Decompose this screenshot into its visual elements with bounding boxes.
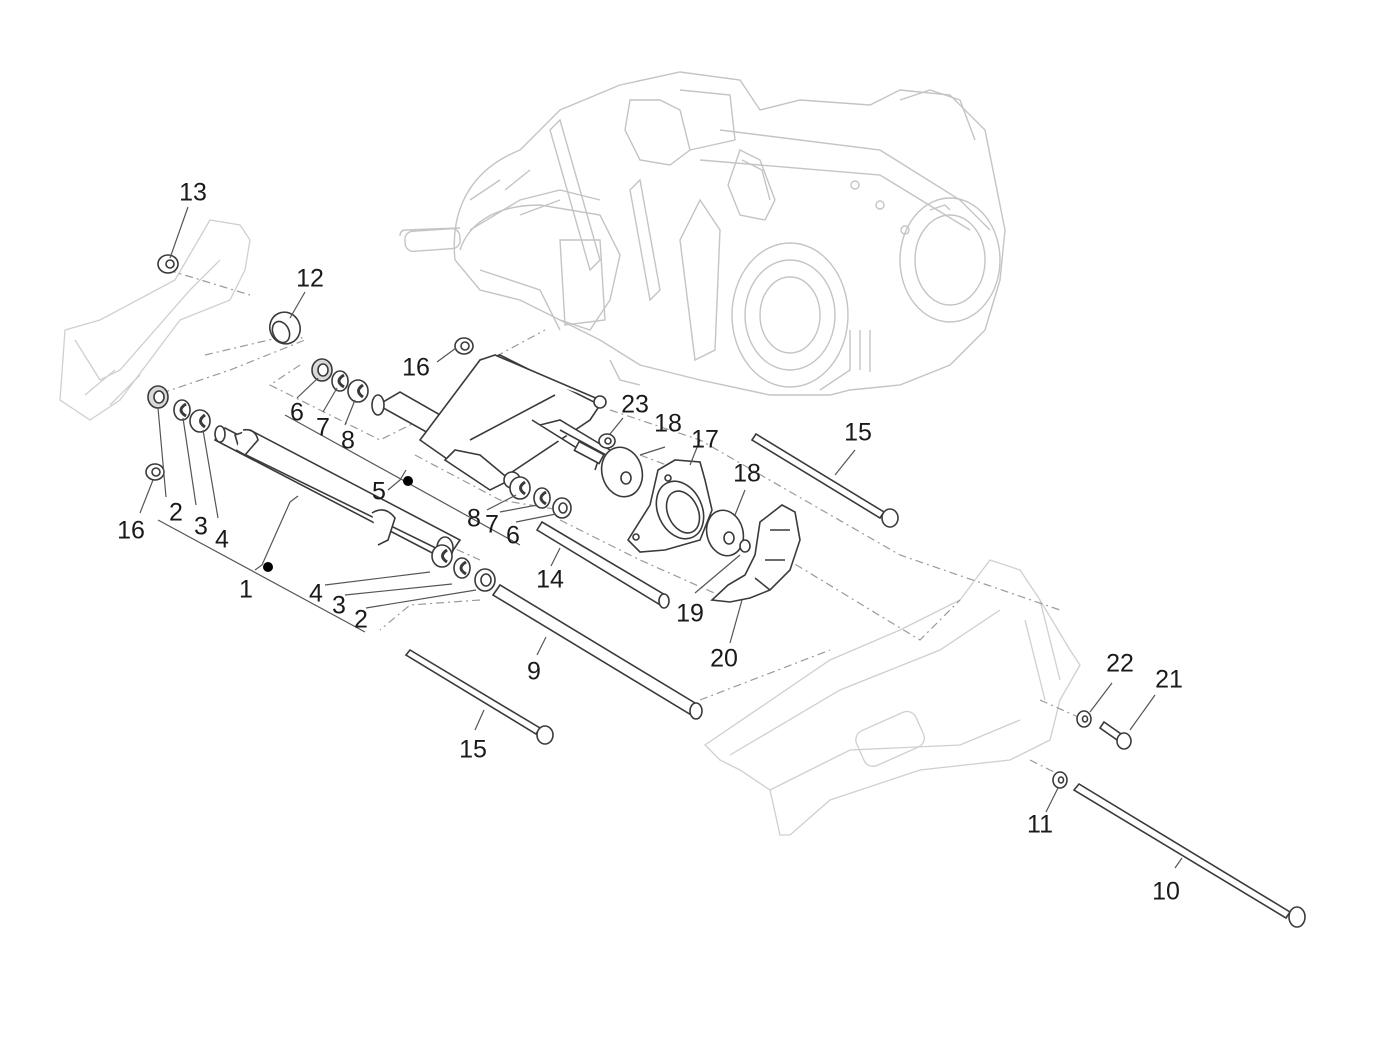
part-3-ring-left [173,399,191,421]
part-4-bushing-lower [431,544,453,568]
part-16-nut-upper [454,337,474,355]
callout-20[interactable]: 20 [710,644,738,673]
frame-right-background [703,559,1081,836]
callout-16-left[interactable]: 16 [117,516,145,545]
callout-18-upper[interactable]: 18 [654,409,682,438]
callout-7-upper[interactable]: 7 [316,413,330,442]
callout-22[interactable]: 22 [1106,649,1134,678]
callout-8-right[interactable]: 8 [467,504,481,533]
callout-15-lower[interactable]: 15 [459,735,487,764]
part-8-bushing-right [509,476,531,500]
callout-4-left[interactable]: 4 [215,525,229,554]
callout-3-lower[interactable]: 3 [332,591,346,620]
part-15-bolt-lower [404,648,554,745]
part-7-ring-upper [331,370,349,392]
callout-1[interactable]: 1 [239,575,253,604]
part-19-o-ring [739,539,751,553]
part-2-seal-lower [474,568,496,592]
engine-background [399,71,1006,396]
part-15-bolt-right [750,432,899,528]
part-18-washer-upper [600,446,644,498]
part-6-seal-upper [311,358,333,382]
callout-14[interactable]: 14 [536,565,564,594]
part-6-seal-right [552,497,572,519]
part-8-bushing-upper [347,379,369,403]
callout-21[interactable]: 21 [1155,665,1183,694]
assembly-dashed-lines [164,269,1086,776]
callout-6-right[interactable]: 6 [506,521,520,550]
part-16-nut-left [145,463,165,481]
callout-19[interactable]: 19 [676,599,704,628]
callout-18-lower[interactable]: 18 [733,459,761,488]
group-brackets [157,414,521,633]
frame-left-background [59,219,251,421]
parts [145,254,1306,928]
callout-16-upper[interactable]: 16 [402,353,430,382]
bullets [263,476,413,572]
callout-15-right[interactable]: 15 [844,418,872,447]
part-22-washer [1076,710,1092,728]
bullet-part-1 [263,562,273,572]
bullet-part-5 [403,476,413,486]
part-10-long-bolt [1072,782,1306,928]
callout-12[interactable]: 12 [296,264,324,293]
part-20-cover [710,504,801,603]
callout-4-lower[interactable]: 4 [309,579,323,608]
callout-11[interactable]: 11 [1027,810,1053,839]
leader-lines [139,206,1183,869]
part-21-screw [1098,720,1132,750]
part-12-bushing [269,311,301,345]
callout-8-upper[interactable]: 8 [341,426,355,455]
callout-3-left[interactable]: 3 [194,512,208,541]
callout-6-upper[interactable]: 6 [290,398,304,427]
part-1-swinging-arm-tube [213,425,462,560]
part-5-swinging-arm [371,354,611,491]
part-14-spacer-tube [535,520,670,609]
callout-23[interactable]: 23 [621,390,649,419]
part-17-bracket [626,459,713,553]
part-7-ring-right [533,487,551,509]
callout-2-lower[interactable]: 2 [354,605,368,634]
part-11-washer [1052,771,1068,789]
part-13-nut [157,254,179,274]
callout-9[interactable]: 9 [527,657,541,686]
part-3-ring-lower [453,557,471,579]
callout-13[interactable]: 13 [179,178,207,207]
callout-2-left[interactable]: 2 [169,498,183,527]
part-4-bushing-left [189,409,211,433]
callout-5[interactable]: 5 [372,477,386,506]
part-2-seal-left [147,385,169,409]
callout-17[interactable]: 17 [691,425,719,454]
callout-7-right[interactable]: 7 [485,510,499,539]
callout-10[interactable]: 10 [1152,877,1180,906]
part-23-nut [598,433,616,449]
part-18-washer-lower [705,509,745,557]
part-9-long-spacer [491,583,703,720]
